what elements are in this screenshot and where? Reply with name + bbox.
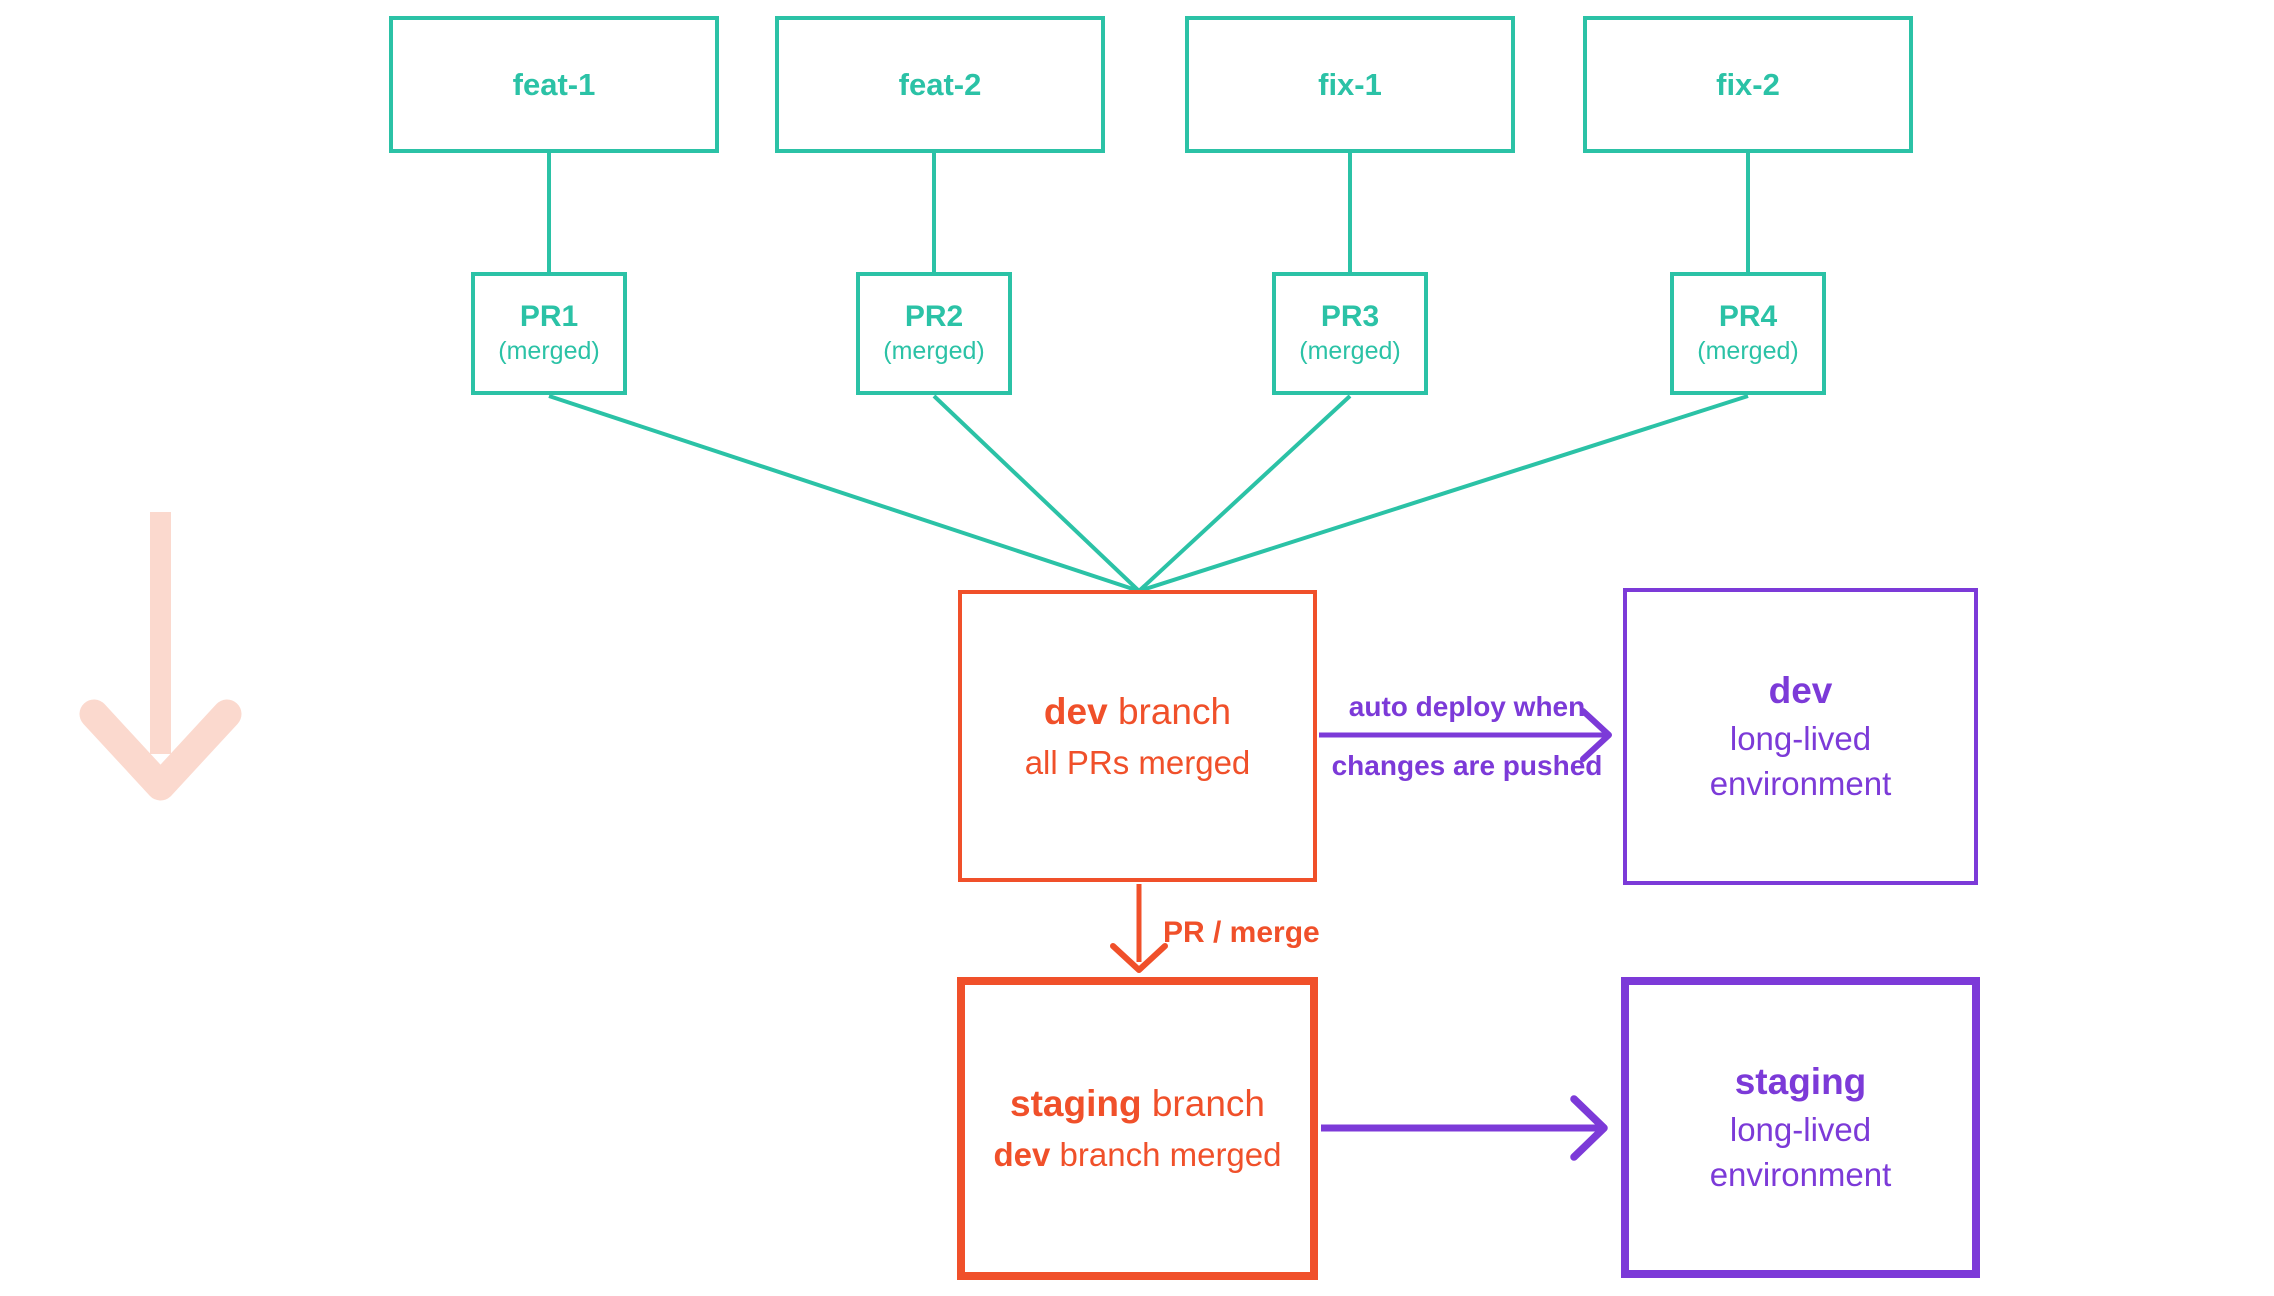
- pr-status: (merged): [498, 336, 600, 365]
- branch-box-feat-2: feat-2: [775, 16, 1105, 153]
- branch-label: feat-1: [512, 66, 596, 102]
- staging-environment-box: staging long-lived environment: [1621, 977, 1980, 1278]
- staging-branch-subtitle: dev branch merged: [993, 1136, 1282, 1174]
- dev-env-line2: environment: [1709, 765, 1892, 803]
- staging-env-line2: environment: [1709, 1156, 1892, 1194]
- pr2-to-dev-line: [932, 394, 1141, 593]
- auto-deploy-label-line2: changes are pushed: [1331, 750, 1603, 781]
- staging-env-line1: long-lived: [1729, 1110, 1872, 1148]
- pr-box-3: PR3 (merged): [1272, 272, 1428, 395]
- pr-title: PR4: [1718, 300, 1778, 333]
- branch-box-feat-1: feat-1: [389, 16, 719, 153]
- branch-to-pr-connectors: [547, 150, 1750, 274]
- pr-status: (merged): [1299, 336, 1401, 365]
- dev-to-staging-arrow: [1110, 884, 1168, 973]
- pr-box-4: PR4 (merged): [1670, 272, 1826, 395]
- branch-label: fix-2: [1716, 66, 1780, 102]
- flow-direction-down-arrow: [79, 512, 242, 801]
- pr-box-2: PR2 (merged): [856, 272, 1012, 395]
- dev-environment-box: dev long-lived environment: [1623, 588, 1978, 885]
- branch-label: feat-2: [898, 66, 982, 102]
- staging-deploy-arrow: [1321, 1095, 1608, 1161]
- pr-status: (merged): [1697, 336, 1799, 365]
- pr-title: PR2: [904, 300, 964, 333]
- pr1-to-dev-line: [548, 394, 1140, 593]
- branch-box-fix-1: fix-1: [1185, 16, 1515, 153]
- pr4-to-dev-line: [1138, 394, 1749, 593]
- dev-deploy-arrow: [1319, 708, 1612, 762]
- branch-box-fix-2: fix-2: [1583, 16, 1913, 153]
- pr-merge-label: PR / merge: [1163, 916, 1320, 949]
- pr-box-1: PR1 (merged): [471, 272, 627, 395]
- auto-deploy-label-line1: auto deploy when: [1348, 691, 1586, 722]
- pr-title: PR3: [1320, 300, 1380, 333]
- branch-label: fix-1: [1318, 66, 1382, 102]
- pr-status: (merged): [883, 336, 985, 365]
- dev-branch-box: dev branch all PRs merged: [958, 590, 1317, 882]
- staging-branch-title: staging branch: [1010, 1083, 1265, 1124]
- staging-env-title: staging: [1734, 1061, 1867, 1102]
- pr3-to-dev-line: [1137, 394, 1352, 593]
- dev-env-title: dev: [1768, 670, 1833, 711]
- pr-to-dev-connectors: [548, 394, 1749, 593]
- dev-env-line1: long-lived: [1729, 719, 1872, 757]
- dev-branch-title: dev branch: [1043, 690, 1232, 732]
- pr-title: PR1: [519, 300, 579, 333]
- staging-branch-box: staging branch dev branch merged: [957, 977, 1318, 1280]
- dev-branch-subtitle: all PRs merged: [1024, 743, 1251, 781]
